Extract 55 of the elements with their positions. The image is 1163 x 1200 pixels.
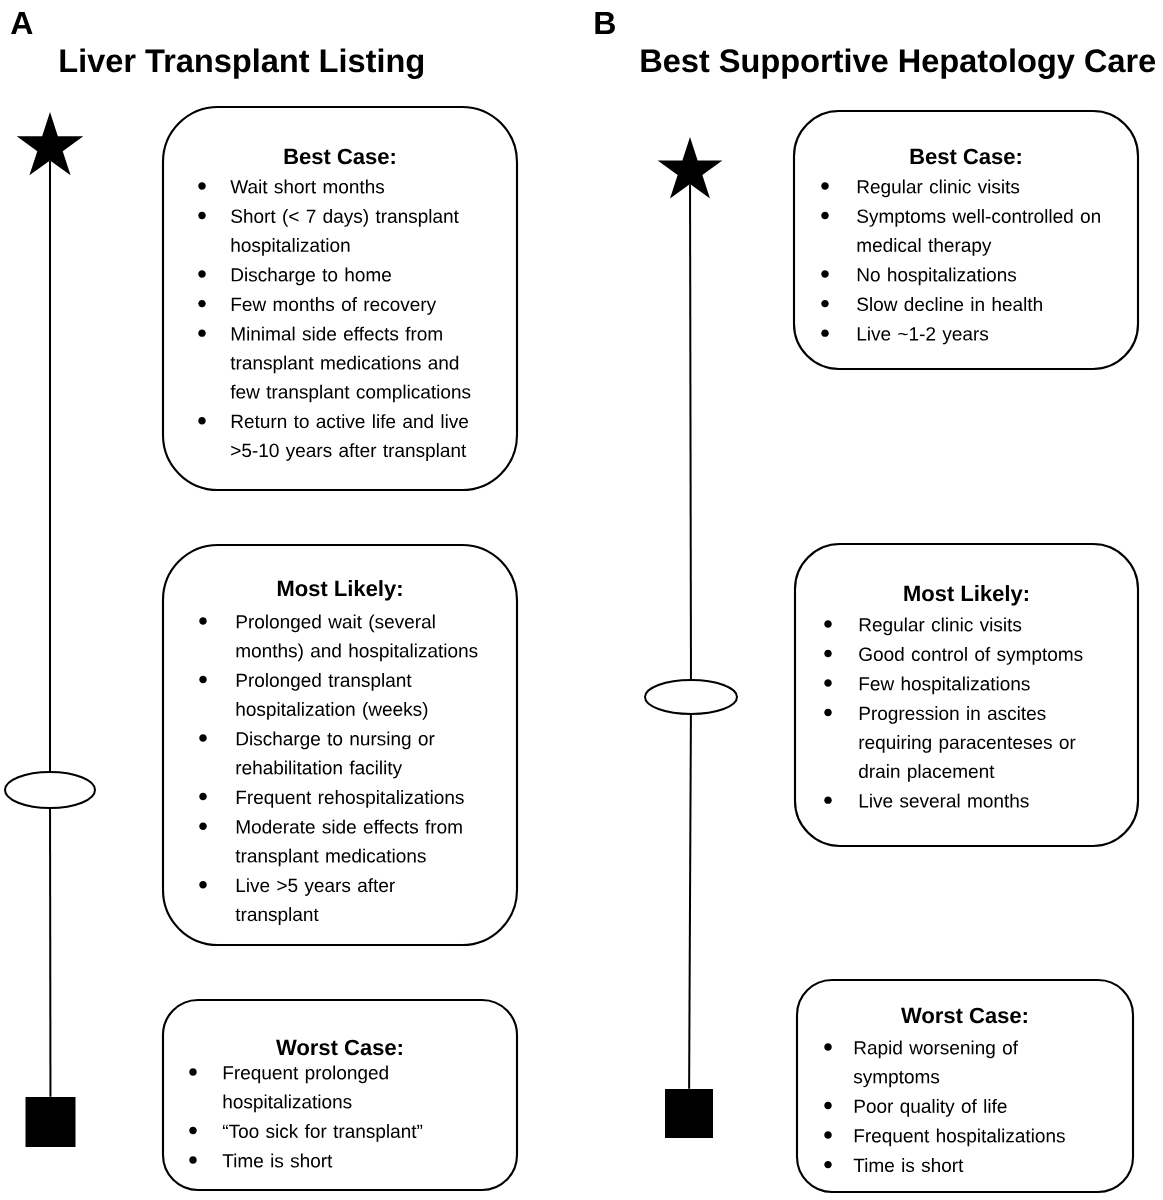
list-item: No hospitalizations bbox=[857, 267, 1017, 286]
list-item: Prolonged wait (several months) and hospitalizations bbox=[236, 614, 478, 662]
list-item: Minimal side effects from transplant medications and few transplant complications bbox=[230, 326, 471, 403]
list-item: Progression in ascites requiring paracenteses or drain placement bbox=[859, 706, 1076, 782]
square-marker bbox=[665, 1089, 713, 1138]
list-item: Good control of symptoms bbox=[859, 647, 1083, 665]
list-item: Regular clinic visits bbox=[859, 617, 1022, 636]
list-item: Time is short bbox=[853, 1158, 964, 1173]
list-item: Frequent prolonged hospitalizations bbox=[223, 1065, 388, 1113]
star-marker bbox=[16, 112, 84, 176]
list-item: Symptoms well-controlled on medical therapy bbox=[857, 209, 1100, 256]
oval-marker bbox=[644, 679, 738, 715]
box-heading: Most Likely: bbox=[904, 585, 1028, 606]
list-item: Discharge to home bbox=[231, 267, 391, 286]
timeline-line bbox=[688, 714, 692, 1090]
panel-letter: A bbox=[11, 12, 33, 34]
panel-letter: B bbox=[595, 12, 615, 34]
timeline-line bbox=[49, 808, 52, 1098]
list-item: Slow decline in health bbox=[857, 297, 1042, 312]
panel-title: Best Supportive Hepatology Care bbox=[641, 48, 1156, 79]
star-marker bbox=[657, 137, 723, 199]
list-item: Live >5 years after transplant bbox=[235, 878, 395, 925]
rounded-box bbox=[161, 105, 519, 492]
list-item: Live several months bbox=[859, 793, 1029, 808]
timeline-line bbox=[689, 183, 692, 680]
box-heading: Most Likely: bbox=[277, 580, 402, 601]
rounded-box bbox=[795, 978, 1135, 1194]
list-item: Frequent rehospitalizations bbox=[236, 790, 464, 808]
list-item: Few months of recovery bbox=[231, 297, 437, 315]
list-item: Rapid worsening of symptoms bbox=[853, 1040, 1018, 1088]
list-item: Few hospitalizations bbox=[859, 676, 1030, 695]
rounded-box bbox=[793, 542, 1140, 848]
list-item: Live ~1-2 years bbox=[857, 326, 989, 345]
list-item: Return to active life and live >5-10 years after transplant bbox=[231, 414, 469, 461]
list-item: Time is short bbox=[222, 1153, 333, 1168]
square-marker bbox=[25, 1097, 76, 1147]
box-heading: Best Case: bbox=[910, 148, 1021, 165]
box-heading: Worst Case: bbox=[276, 1039, 402, 1056]
list-item: Frequent hospitalizations bbox=[854, 1128, 1065, 1147]
rounded-box bbox=[161, 543, 519, 947]
list-item: “Too sick for transplant” bbox=[222, 1124, 423, 1142]
timeline-line bbox=[49, 159, 51, 772]
list-item: Short (< 7 days) transplant hospitalization bbox=[231, 209, 459, 256]
list-item: Regular clinic visits bbox=[857, 179, 1020, 198]
list-item: Discharge to nursing or rehabilitation facility bbox=[236, 731, 435, 779]
box-heading: Best Case: bbox=[284, 148, 395, 165]
rounded-box bbox=[161, 998, 519, 1192]
list-item: Moderate side effects from transplant medications bbox=[235, 819, 462, 867]
rounded-box bbox=[792, 109, 1140, 371]
list-item: Poor quality of life bbox=[854, 1099, 1007, 1117]
panel-title: Liver Transplant Listing bbox=[60, 48, 424, 79]
list-item: Wait short months bbox=[230, 179, 385, 194]
box-heading: Worst Case: bbox=[901, 1007, 1027, 1024]
oval-marker bbox=[4, 771, 96, 809]
list-item: Prolonged transplant hospitalization (weeks) bbox=[236, 673, 428, 720]
